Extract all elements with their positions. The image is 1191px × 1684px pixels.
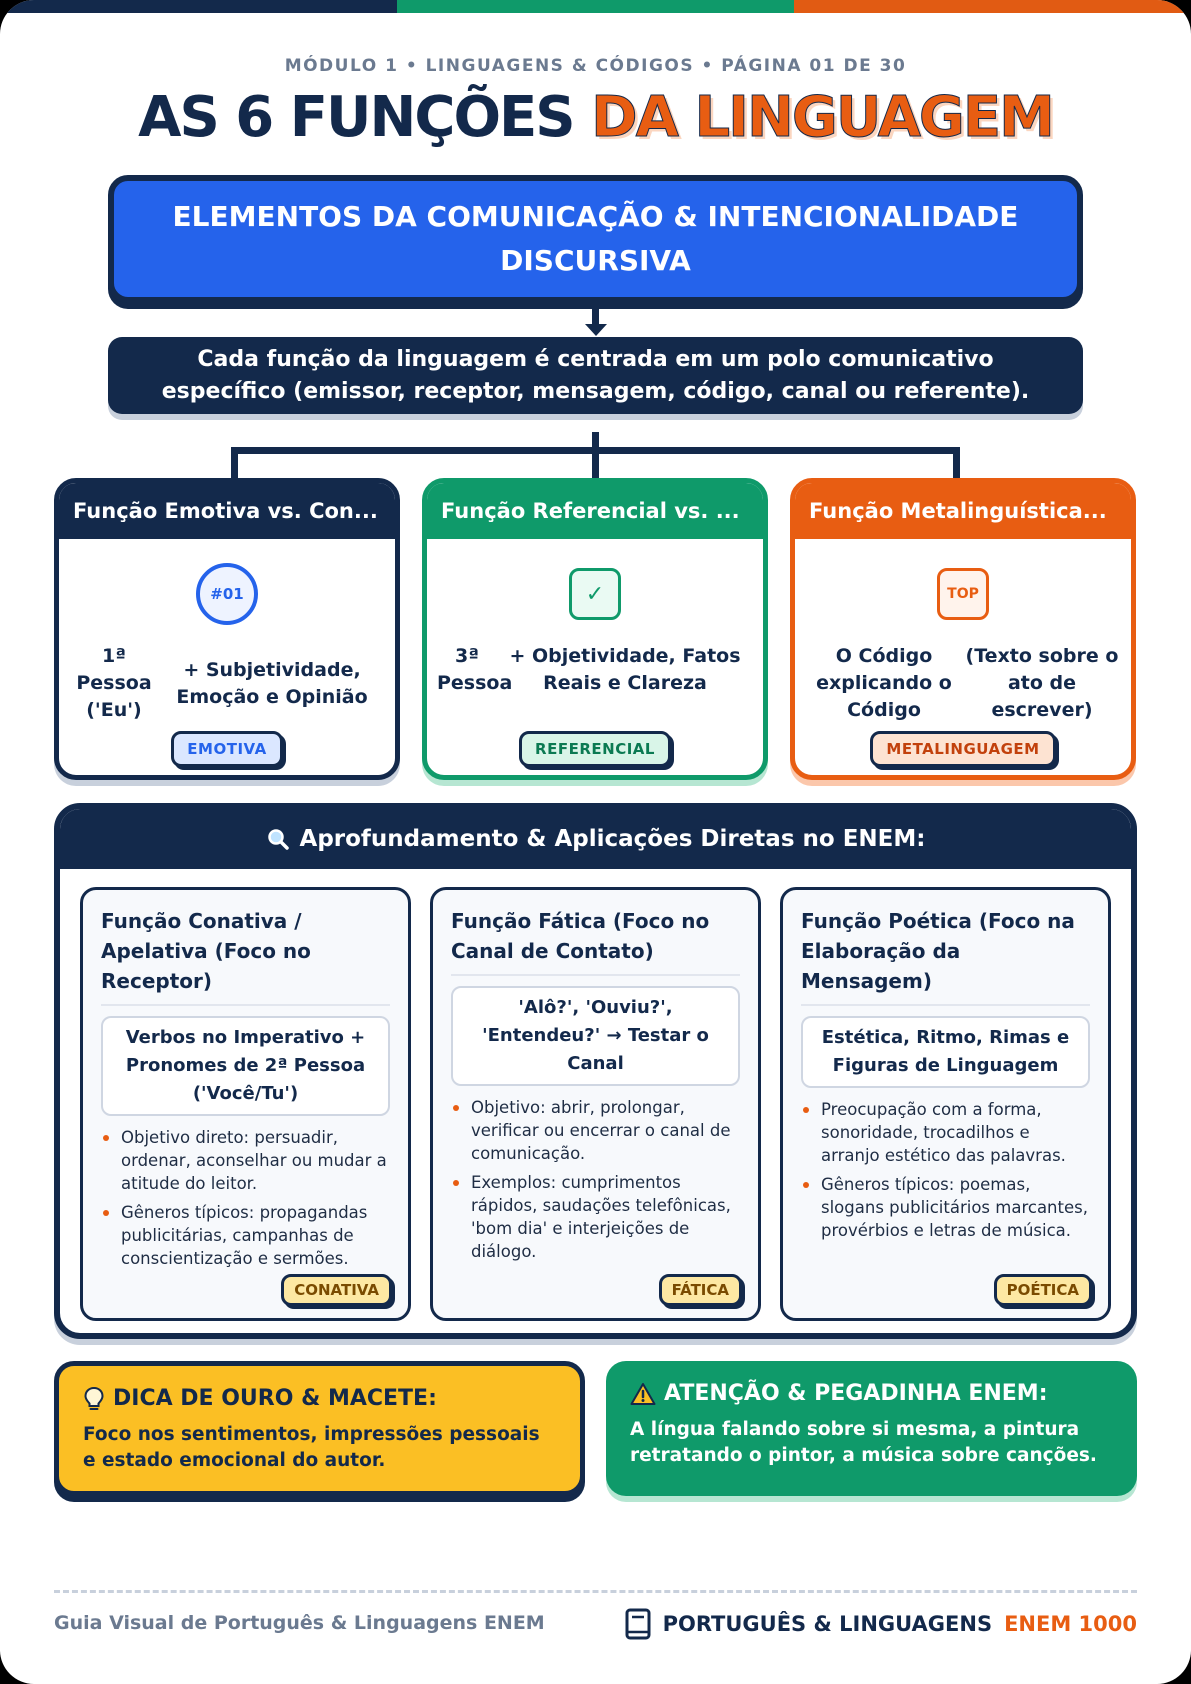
function-person: 3ª Pessoa bbox=[437, 645, 513, 694]
deep-dive-tag: CONATIVA bbox=[281, 1274, 392, 1306]
gold-tip-title: DICA DE OURO & MACETE: bbox=[113, 1386, 437, 1411]
function-person: 1ª Pessoa ('Eu') bbox=[76, 645, 152, 721]
deep-dive-tag: FÁTICA bbox=[658, 1274, 742, 1306]
deep-dive-bullets: Objetivo direto: persuadir, ordenar, aco… bbox=[101, 1126, 390, 1270]
function-card-emotiva: Função Emotiva vs. Con... #01 1ª Pessoa … bbox=[54, 478, 400, 780]
warning-icon bbox=[630, 1383, 656, 1405]
number-badge-icon: #01 bbox=[196, 563, 258, 625]
deep-dive-card-title: Função Poética (Foco na Elaboração da Me… bbox=[801, 906, 1090, 1006]
page-title-accent: DA LINGUAGEM bbox=[591, 85, 1056, 151]
function-card-title: Função Referencial vs. ... bbox=[427, 483, 763, 539]
gold-tip-text: Foco nos sentimentos, impressões pessoai… bbox=[83, 1424, 540, 1471]
function-card-title: Função Emotiva vs. Con... bbox=[59, 483, 395, 539]
deep-dive-card-title: Função Conativa / Apelativa (Foco no Rec… bbox=[101, 906, 390, 1006]
list-item: Preocupação com a forma, sonoridade, tro… bbox=[801, 1098, 1090, 1167]
gold-tip-heading: DICA DE OURO & MACETE: bbox=[83, 1384, 556, 1414]
tree-connector bbox=[953, 447, 960, 482]
deep-dive-highlight: 'Alô?', 'Ouviu?', 'Entendeu?' → Testar o… bbox=[451, 986, 740, 1086]
deep-dive-tag: POÉTICA bbox=[993, 1274, 1092, 1306]
function-focus: + Objetividade, Fatos Reais e Clareza bbox=[509, 645, 741, 694]
footer-brand-name: PORTUGUÊS & LINGUAGENS bbox=[662, 1612, 993, 1636]
warning-heading: ATENÇÃO & PEGADINHA ENEM: bbox=[630, 1379, 1113, 1409]
list-item: Exemplos: cumprimentos rápidos, saudaçõe… bbox=[451, 1171, 740, 1263]
warning-title: ATENÇÃO & PEGADINHA ENEM: bbox=[664, 1381, 1048, 1406]
footer-brand-accent: ENEM 1000 bbox=[1004, 1612, 1137, 1636]
function-tag: REFERENCIAL bbox=[519, 731, 671, 767]
checkmark-icon: ✓ bbox=[569, 568, 621, 620]
hero-title-box: ELEMENTOS DA COMUNICAÇÃO & INTENCIONALID… bbox=[108, 175, 1083, 303]
deep-dive-bullets: Objetivo: abrir, prolongar, verificar ou… bbox=[451, 1096, 740, 1263]
deep-dive-highlight: Estética, Ritmo, Rimas e Figuras de Ling… bbox=[801, 1016, 1090, 1088]
list-item: Objetivo direto: persuadir, ordenar, aco… bbox=[101, 1126, 390, 1195]
function-tag: EMOTIVA bbox=[171, 731, 283, 767]
lightbulb-icon bbox=[84, 1386, 104, 1410]
list-item: Objetivo: abrir, prolongar, verificar ou… bbox=[451, 1096, 740, 1165]
deep-dive-card-conativa: Função Conativa / Apelativa (Foco no Rec… bbox=[80, 887, 411, 1321]
function-focus: + Subjetividade, Emoção e Opinião bbox=[176, 658, 368, 708]
page-title: AS 6 FUNÇÕES DA LINGUAGEM bbox=[0, 84, 1191, 152]
arrow-down-icon bbox=[585, 324, 607, 336]
tree-connector bbox=[231, 447, 960, 454]
module-kicker: MÓDULO 1 • LINGUAGENS & CÓDIGOS • PÁGINA… bbox=[284, 56, 907, 76]
list-item: Gêneros típicos: poemas, slogans publici… bbox=[801, 1173, 1090, 1242]
top-color-stripe bbox=[0, 0, 1191, 13]
function-card-referencial: Função Referencial vs. ... ✓ 3ª Pessoa +… bbox=[422, 478, 768, 780]
deep-dive-header: Aprofundamento & Aplicações Diretas no E… bbox=[60, 809, 1131, 869]
function-person: O Código explicando o Código bbox=[816, 645, 952, 721]
warning-box: ATENÇÃO & PEGADINHA ENEM: A língua falan… bbox=[606, 1361, 1137, 1496]
function-tag: METALINGUAGEM bbox=[870, 731, 1056, 767]
magnifier-icon bbox=[267, 829, 289, 850]
deep-dive-card-title: Função Fática (Foco no Canal de Contato) bbox=[451, 906, 740, 976]
deep-dive-section: Aprofundamento & Aplicações Diretas no E… bbox=[54, 803, 1137, 1339]
page-title-main: AS 6 FUNÇÕES bbox=[138, 85, 576, 150]
deep-dive-bullets: Preocupação com a forma, sonoridade, tro… bbox=[801, 1098, 1090, 1242]
connector-line bbox=[592, 303, 599, 330]
gold-tip-box: DICA DE OURO & MACETE: Foco nos sentimen… bbox=[54, 1361, 585, 1496]
list-item: Gêneros típicos: propagandas publicitári… bbox=[101, 1201, 390, 1270]
function-card-metalinguistica: Função Metalinguística... TOP O Código e… bbox=[790, 478, 1136, 780]
footer-brand: PORTUGUÊS & LINGUAGENS ENEM 1000 bbox=[625, 1608, 1137, 1640]
deep-dive-card-fatica: Função Fática (Foco no Canal de Contato)… bbox=[430, 887, 761, 1321]
function-card-title: Função Metalinguística... bbox=[795, 483, 1131, 539]
book-icon bbox=[625, 1608, 651, 1640]
function-focus: (Texto sobre o ato de escrever) bbox=[965, 645, 1119, 721]
hero-description: Cada função da linguagem é centrada em u… bbox=[108, 337, 1083, 414]
top-badge-icon: TOP bbox=[937, 568, 989, 620]
deep-dive-title: Aprofundamento & Aplicações Diretas no E… bbox=[299, 826, 926, 852]
footer-guide-label: Guia Visual de Português & Linguagens EN… bbox=[54, 1612, 545, 1634]
deep-dive-highlight: Verbos no Imperativo + Pronomes de 2ª Pe… bbox=[101, 1016, 390, 1116]
warning-text: A língua falando sobre si mesma, a pintu… bbox=[630, 1419, 1097, 1466]
tree-connector bbox=[592, 432, 599, 482]
footer-divider bbox=[54, 1590, 1137, 1593]
tree-connector bbox=[231, 447, 238, 482]
deep-dive-card-poetica: Função Poética (Foco na Elaboração da Me… bbox=[780, 887, 1111, 1321]
